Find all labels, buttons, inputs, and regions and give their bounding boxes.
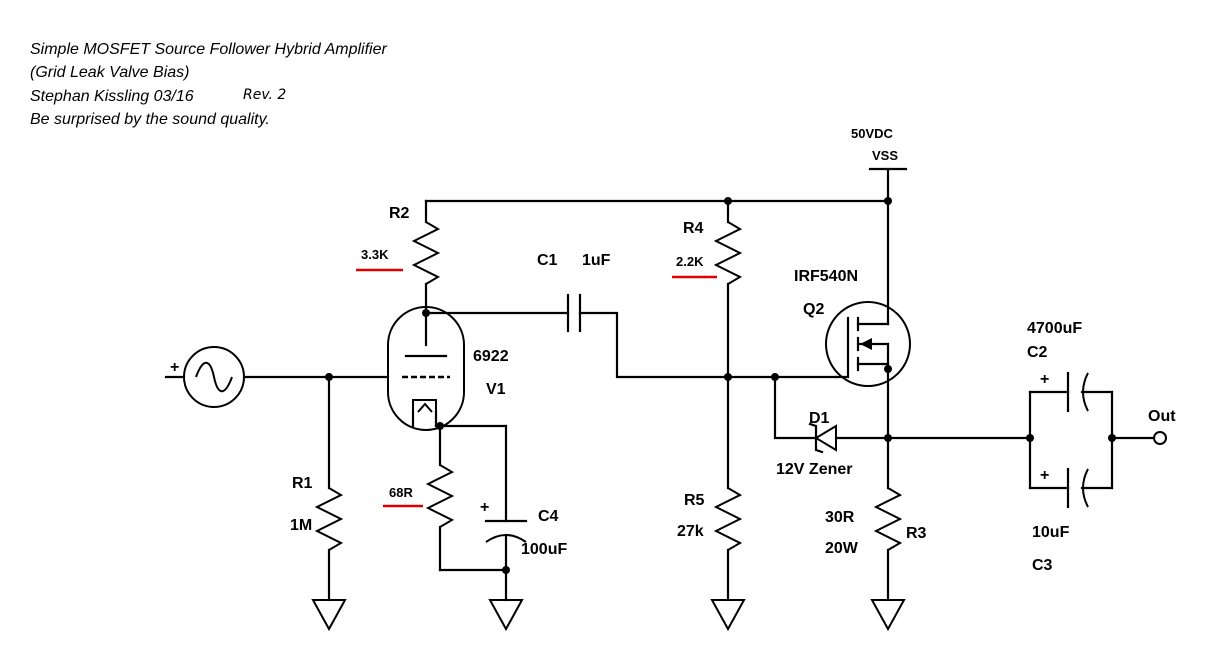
resistor-r2: R2 3.3K [356,199,441,347]
c1-ref: C1 [537,252,558,269]
junction-dot [1026,434,1034,442]
d1-wire [773,375,816,440]
r4-value: 2.2K [676,254,704,269]
output-capacitors: + + 4700uF C2 10uF C3 Out [1026,320,1176,574]
r4-ref: R4 [683,220,704,237]
supply-rail: 50VDC VSS [424,126,908,205]
supply-net-label: VSS [872,148,898,163]
ground-icon [488,599,524,632]
note-author: Stephan Kissling 03/16 [30,88,194,105]
r3-power: 20W [825,540,859,557]
r5-value: 27k [677,523,704,540]
ground-icon [870,599,906,632]
junction-dot [724,373,732,381]
grounds [311,599,906,632]
c1-wire [578,311,777,379]
d1-value: 12V Zener [776,461,852,478]
junction-dot [502,566,510,574]
d1-bar [808,422,824,454]
c4-ref: C4 [538,508,559,525]
r4-zigzag [713,221,743,285]
q2-ref: Q2 [803,301,824,318]
ground-icon [311,599,347,632]
resistor-r1: R1 1M [290,375,344,602]
c2-plus-label: + [1040,371,1049,388]
d1-ref: D1 [809,410,830,427]
ground-icon [710,599,746,632]
c1-value: 1uF [582,252,611,269]
c2-ref: C2 [1027,344,1048,361]
r3-zigzag [873,487,903,551]
r5-ref: R5 [684,492,705,509]
c3-value: 10uF [1032,524,1070,541]
c4-value: 100uF [521,541,567,558]
sine-wave-icon [195,361,233,393]
header-notes: Simple MOSFET Source Follower Hybrid Amp… [30,41,388,128]
c3-ref: C3 [1032,557,1053,574]
q2-part: IRF540N [794,268,858,285]
v1-ref: V1 [486,381,506,398]
resistor-r3: R3 30R 20W [825,487,927,602]
r5-zigzag [713,487,743,551]
r1-ref: R1 [292,475,313,492]
mosfet-q2: IRF540N Q2 [771,199,911,490]
gate-lead [834,316,850,379]
note-subtitle: (Grid Leak Valve Bias) [30,64,189,81]
tube-envelope [387,306,465,431]
capacitor-c1: C1 1uF [424,252,777,379]
source-plus-label: + [170,359,179,376]
tube-heater [417,402,433,413]
mosfet-arrow-icon [860,338,872,350]
ac-source: + [164,346,390,408]
bias-divider: R4 2.2K R5 27k [672,199,743,602]
output-terminal [1153,431,1167,445]
supply-voltage-label: 50VDC [851,126,894,141]
c4-plus-label: + [480,499,489,516]
note-tagline: Be surprised by the sound quality. [30,111,270,128]
tube-cathode [412,399,437,412]
r3-ref: R3 [906,525,927,542]
note-revision: Rev. 2 [243,87,286,103]
junction-dot [884,365,892,373]
junction-dot [1108,434,1116,442]
output-label: Out [1148,408,1176,425]
r2-value: 3.3K [361,247,389,262]
v1-part: 6922 [473,348,509,365]
r2-zigzag [411,221,441,285]
c3-plus-label: + [1040,467,1049,484]
r1-zigzag [314,487,344,551]
rk-value: 68R [389,485,413,500]
cathode-network: 68R + C4 100uF [383,422,567,602]
r2-ref: R2 [389,205,410,222]
r3-value: 30R [825,509,855,526]
rk-zigzag [425,464,455,528]
c2-value: 4700uF [1027,320,1082,337]
mosfet-body [825,301,911,387]
d1-triangle [814,424,837,452]
triode-v1: 6922 V1 [387,306,509,431]
r1-value: 1M [290,517,312,534]
zener-d1: D1 12V Zener [773,375,1032,478]
note-title: Simple MOSFET Source Follower Hybrid Amp… [30,41,388,58]
